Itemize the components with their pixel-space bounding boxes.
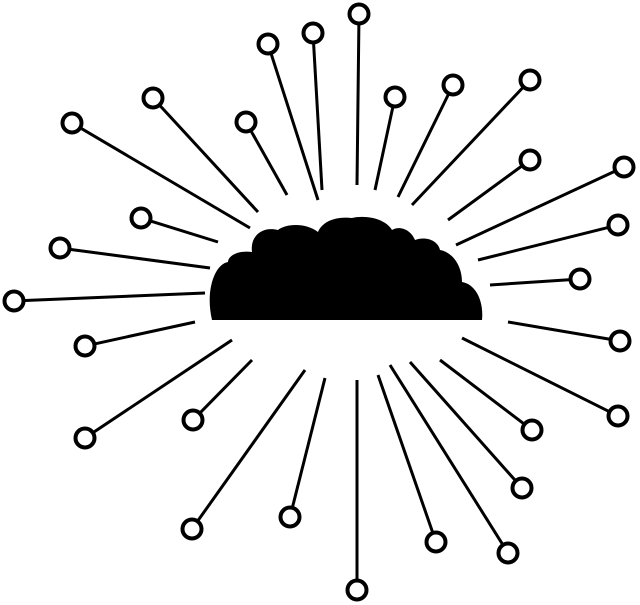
connector-line [80, 127, 251, 230]
connector-line [159, 105, 260, 214]
connector-line [151, 219, 219, 244]
connector-line [199, 358, 254, 414]
connector-line [197, 369, 307, 521]
node-circle-icon [496, 541, 520, 565]
node-circle-icon [2, 289, 26, 313]
connector-line [312, 43, 324, 191]
connector-line [447, 165, 523, 222]
node-circle-icon [612, 155, 636, 179]
node-circle-icon [424, 530, 448, 554]
connector-line [489, 278, 570, 287]
connector-line [439, 358, 525, 425]
node-circle-icon [180, 517, 204, 541]
connector-line [396, 94, 450, 198]
connector-line [408, 361, 516, 481]
connector-line [70, 247, 211, 270]
connector-line [388, 364, 504, 545]
node-circle-icon [518, 68, 542, 92]
connector-line [24, 291, 206, 303]
node-circle-icon [345, 578, 369, 602]
node-circle-icon [48, 236, 72, 260]
node-circle-icon [141, 86, 165, 110]
connector-line [376, 374, 434, 533]
node-circle-icon [606, 213, 630, 237]
node-circle-icon [383, 85, 407, 109]
cloud-icon [209, 216, 483, 320]
node-circle-icon [520, 418, 544, 442]
node-circle-icon [256, 32, 280, 56]
node-circle-icon [73, 426, 97, 450]
connector-line [93, 338, 233, 434]
node-circle-icon [73, 334, 97, 358]
node-circle-icon [510, 476, 534, 500]
connector-line [291, 377, 327, 507]
connector-line [477, 226, 608, 262]
connector-line [373, 107, 395, 191]
node-circle-icon [181, 408, 205, 432]
connector-line [250, 130, 289, 196]
node-circle-icon [301, 21, 325, 45]
node-circle-icon [129, 206, 153, 230]
node-circle-icon [234, 110, 258, 134]
connector-line [355, 24, 361, 186]
connector-line [95, 320, 196, 346]
node-circle-icon [606, 404, 630, 428]
node-circle-icon [518, 148, 542, 172]
node-circle-icon [441, 73, 465, 97]
connector-line [461, 336, 609, 413]
node-circle-icon [347, 2, 371, 26]
connector-line [507, 320, 610, 341]
connector-line [455, 170, 615, 247]
node-circle-icon [568, 267, 592, 291]
node-circle-icon [608, 329, 632, 353]
connector-line [269, 54, 320, 201]
node-circle-icon [278, 505, 302, 529]
connector-line [410, 86, 524, 207]
node-circle-icon [60, 111, 84, 135]
